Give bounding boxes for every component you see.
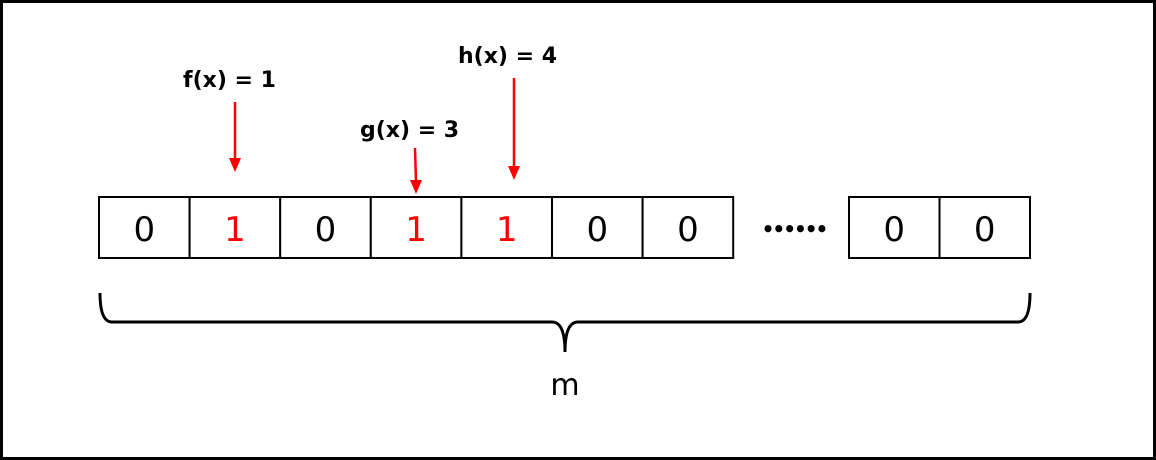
bit-cell: 0 [98,196,191,259]
arrow-f [229,102,241,172]
bit-cell: 1 [460,196,553,259]
bit-cell: 1 [188,196,282,259]
bit-cell-box [551,196,644,259]
bit-array-left: 0 1 0 1 1 0 0 [98,196,735,259]
arrow-g [410,147,422,194]
brace-label-m: m [550,368,579,403]
bit-value: 1 [496,210,518,250]
bit-cell-box [641,196,735,259]
bit-cell: 0 [938,196,1031,259]
bit-value: 0 [133,210,155,250]
bit-cell-box [460,196,553,259]
bit-cell-box [938,196,1031,259]
bit-value: 0 [974,210,996,250]
bit-cell-box [279,196,372,259]
bit-value: 0 [315,210,337,250]
label-h: h(x) = 4 [458,44,557,69]
bit-cell: 1 [369,196,463,259]
bit-value: 0 [883,210,905,250]
bit-cell: 0 [279,196,372,259]
arrow-h [508,78,520,180]
bit-value: 1 [405,210,427,250]
bit-cell-box [848,196,941,259]
bit-cell: 0 [848,196,941,259]
bit-cell-box [98,196,191,259]
ellipsis: •••••• [762,217,827,241]
label-f: f(x) = 1 [183,68,276,93]
bit-cell: 0 [641,196,735,259]
bit-cell-box [369,196,463,259]
bit-cell: 0 [551,196,644,259]
curly-brace [98,292,1032,353]
bit-value: 0 [586,210,608,250]
bit-value: 0 [677,210,699,250]
bit-value: 1 [224,210,246,250]
label-g: g(x) = 3 [360,118,459,143]
